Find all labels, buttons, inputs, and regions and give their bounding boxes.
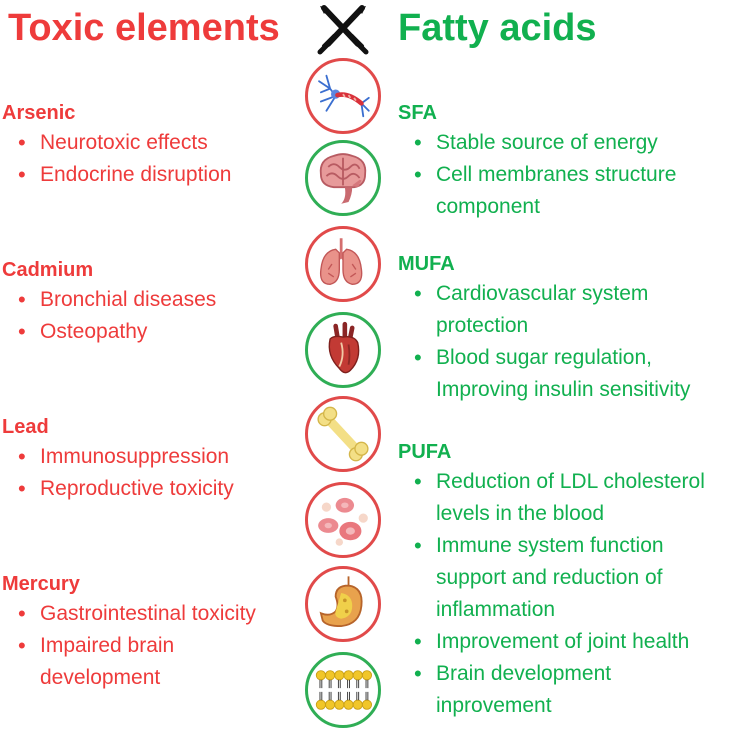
effect-item: Neurotoxic effects — [2, 127, 231, 159]
lungs-circle — [305, 226, 381, 302]
fatty-acids-title: Fatty acids — [398, 7, 597, 49]
brain-circle — [305, 140, 381, 216]
toxic-name: Cadmium — [2, 259, 94, 281]
lungs-icon — [319, 238, 363, 285]
cell-membrane-icon — [315, 670, 373, 710]
toxic-group-lead: Lead Immunosuppression Reproductive toxi… — [2, 413, 234, 505]
bone-icon — [317, 406, 369, 462]
benefit-item-continued: inflammation — [436, 598, 556, 621]
benefit-item: Improvement of joint health — [398, 626, 705, 658]
benefit-item: Stable source of energy — [398, 127, 676, 159]
effect-item: Bronchial diseases — [2, 284, 216, 316]
fatty-group-mufa: MUFA Cardiovascular system protection Bl… — [398, 250, 690, 406]
stomach-icon — [319, 576, 363, 628]
benefit-item: Cell membranes structure — [398, 159, 676, 191]
toxic-name: Mercury — [2, 573, 80, 595]
benefit-item-continued: inprovement — [436, 694, 552, 717]
effect-item: Immunosuppression — [2, 441, 234, 473]
effect-item: Osteopathy — [2, 316, 216, 348]
benefit-item-continued: protection — [436, 314, 529, 337]
effect-item: Reproductive toxicity — [2, 473, 234, 505]
benefit-item: Reduction of LDL cholesterol — [398, 466, 705, 498]
effect-item: Endocrine disruption — [2, 159, 231, 191]
benefit-item: Cardiovascular system — [398, 278, 690, 310]
heart-icon — [328, 321, 360, 374]
fatty-name: SFA — [398, 102, 437, 124]
toxic-name: Lead — [2, 416, 49, 438]
effect-item-continued: development — [40, 666, 161, 689]
toxic-name: Arsenic — [2, 102, 76, 124]
fatty-group-pufa: PUFA Reduction of LDL cholesterol levels… — [398, 438, 705, 722]
heart-circle — [305, 312, 381, 388]
toxic-group-cadmium: Cadmium Bronchial diseases Osteopathy — [2, 256, 216, 348]
fatty-name: MUFA — [398, 253, 455, 275]
neuron-circle — [305, 58, 381, 134]
neuron-icon — [318, 74, 370, 118]
toxic-group-mercury: Mercury Gastrointestinal toxicity Impair… — [2, 570, 256, 694]
benefit-item: Blood sugar regulation, — [398, 342, 690, 374]
fatty-name: PUFA — [398, 441, 452, 463]
benefit-item: Immune system function — [398, 530, 705, 562]
cell-membrane-circle — [305, 652, 381, 728]
effect-item: Impaired brain — [2, 630, 256, 662]
stomach-circle — [305, 566, 381, 642]
brain-icon — [319, 153, 367, 204]
effect-item: Gastrointestinal toxicity — [2, 598, 256, 630]
toxic-elements-title: Toxic elements — [8, 7, 280, 49]
benefit-item: Brain development — [398, 658, 705, 690]
benefit-item-continued: support and reduction of — [436, 566, 663, 589]
benefit-item-continued: component — [436, 195, 540, 218]
fatty-group-sfa: SFA Stable source of energy Cell membran… — [398, 99, 676, 223]
benefit-item-continued: Improving insulin sensitivity — [436, 378, 691, 401]
crossed-swords-icon — [317, 5, 369, 55]
blood-cells-icon — [318, 497, 368, 546]
blood-cells-circle — [305, 482, 381, 558]
bone-circle — [305, 396, 381, 472]
toxic-group-arsenic: Arsenic Neurotoxic effects Endocrine dis… — [2, 99, 231, 191]
benefit-item-continued: levels in the blood — [436, 502, 605, 525]
